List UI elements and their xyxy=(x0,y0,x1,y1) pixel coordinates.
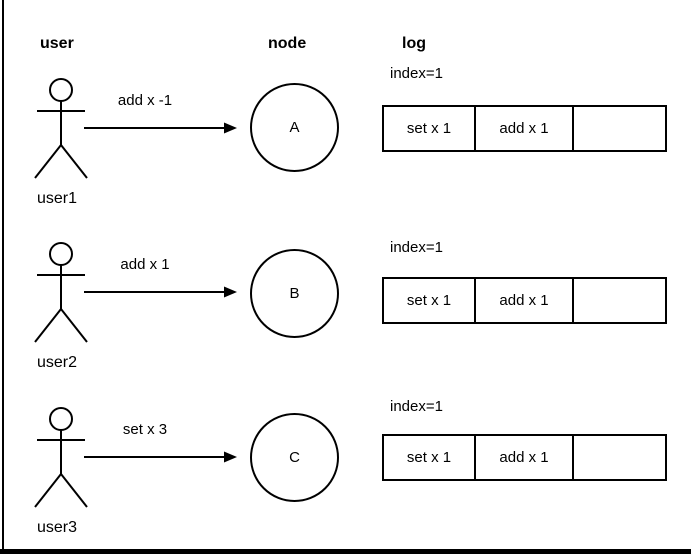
log-table: set x 1 add x 1 xyxy=(382,434,667,481)
node-label: C xyxy=(289,449,300,466)
log-index-label: index=1 xyxy=(390,398,443,415)
arrow-icon xyxy=(84,451,237,463)
log-cell: add x 1 xyxy=(476,279,574,322)
log-table: set x 1 add x 1 xyxy=(382,105,667,152)
log-cell: add x 1 xyxy=(476,436,574,479)
node-circle: C xyxy=(250,413,339,502)
node-label: A xyxy=(289,119,300,136)
user-label: user2 xyxy=(37,354,78,371)
canvas-bottom-edge xyxy=(0,549,691,554)
column-header-node: node xyxy=(268,35,307,52)
message-label: add x 1 xyxy=(120,256,170,273)
actor-icon xyxy=(34,407,88,508)
log-cell xyxy=(574,107,665,150)
log-index-label: index=1 xyxy=(390,239,443,256)
message-label: add x -1 xyxy=(117,92,173,109)
log-cell: set x 1 xyxy=(384,436,476,479)
node-circle: B xyxy=(250,249,339,338)
user-label: user3 xyxy=(37,519,78,536)
log-cell xyxy=(574,436,665,479)
log-cell: add x 1 xyxy=(476,107,574,150)
canvas-left-edge xyxy=(2,0,4,554)
message-label: set x 3 xyxy=(122,421,168,438)
log-cell xyxy=(574,279,665,322)
node-circle: A xyxy=(250,83,339,172)
column-header-user: user xyxy=(40,35,74,52)
log-cell: set x 1 xyxy=(384,107,476,150)
arrow-icon xyxy=(84,286,237,298)
user-label: user1 xyxy=(37,190,78,207)
arrow-icon xyxy=(84,122,237,134)
log-index-label: index=1 xyxy=(390,65,443,82)
log-cell: set x 1 xyxy=(384,279,476,322)
actor-icon xyxy=(34,78,88,179)
log-table: set x 1 add x 1 xyxy=(382,277,667,324)
node-label: B xyxy=(289,285,300,302)
column-header-log: log xyxy=(402,35,426,52)
actor-icon xyxy=(34,242,88,343)
